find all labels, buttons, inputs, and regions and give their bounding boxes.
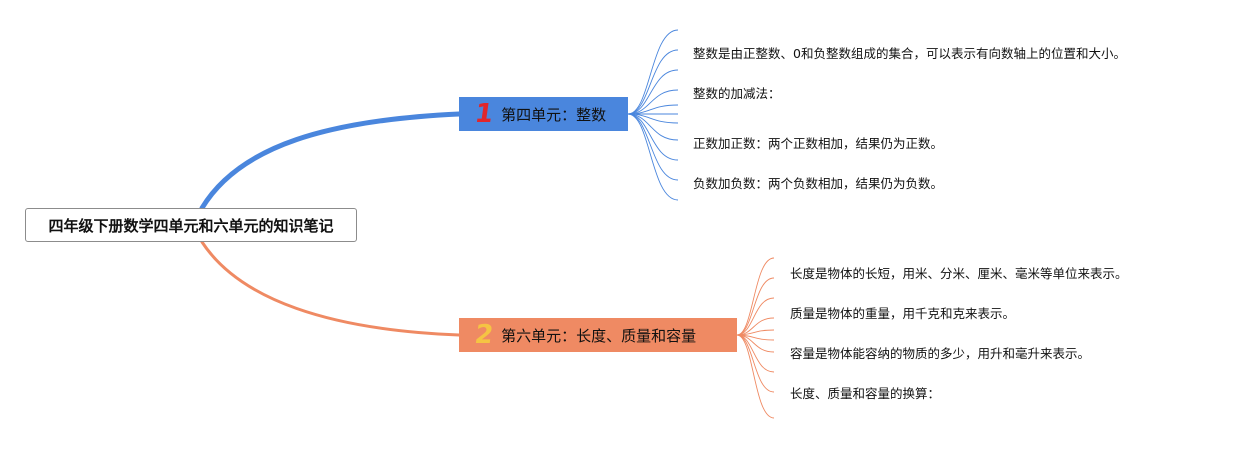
- leaf-unit6-4[interactable]: 长度、质量和容量的换算：: [790, 386, 941, 401]
- leaf-unit6-1[interactable]: 长度是物体的长短，用米、分米、厘米、毫米等单位来表示。: [790, 266, 1128, 281]
- branch1-leaf-connector-11: [627, 113, 679, 201]
- root-to-branch2-connector: [200, 240, 461, 337]
- leaf-unit6-3[interactable]: 容量是物体能容纳的物质的多少，用升和毫升来表示。: [790, 346, 1091, 361]
- branch2-leaf-connector-10: [736, 334, 775, 419]
- branch2-leaf-connector-3: [736, 297, 775, 336]
- root-topic-label: 四年级下册数学四单元和六单元的知识笔记: [48, 216, 334, 235]
- branch-unit4[interactable]: 1 第四单元：整数: [459, 97, 628, 131]
- branch-unit6[interactable]: 2 第六单元：长度、质量和容量: [459, 318, 737, 352]
- branch2-leaf-connector-9: [736, 334, 775, 393]
- branch1-leaf-connector-1: [627, 29, 679, 115]
- branch2-leaf-connector-1: [736, 257, 775, 336]
- leaf-unit4-1[interactable]: 整数是由正整数、0和负整数组成的集合，可以表示有向数轴上的位置和大小。: [693, 46, 1126, 61]
- root-to-branch1-connector: [199, 111, 462, 211]
- branch2-leaf-connectors: [736, 257, 775, 419]
- branch1-leaf-connector-2: [627, 49, 679, 115]
- branch-unit4-label: 第四单元：整数: [501, 105, 607, 124]
- branch1-leaf-connector-10: [627, 113, 679, 181]
- leaf-unit6-2[interactable]: 质量是物体的重量，用千克和克来表示。: [790, 306, 1016, 321]
- branch-unit6-label: 第六单元：长度、质量和容量: [501, 326, 697, 345]
- branch-number-1-icon: 1: [472, 99, 496, 129]
- branch1-leaf-connectors: [627, 29, 679, 201]
- branch-number-2-icon: 2: [472, 320, 496, 350]
- branch1-leaf-connector-9: [627, 113, 679, 161]
- leaf-unit4-2[interactable]: 整数的加减法：: [693, 86, 781, 101]
- root-topic[interactable]: 四年级下册数学四单元和六单元的知识笔记: [25, 208, 357, 242]
- branch1-leaf-connector-3: [627, 69, 679, 115]
- leaf-unit4-4[interactable]: 正数加正数：两个正数相加，结果仍为正数。: [693, 136, 944, 151]
- leaf-unit4-5[interactable]: 负数加负数：两个负数相加，结果仍为负数。: [693, 176, 944, 191]
- branch2-leaf-connector-2: [736, 277, 775, 336]
